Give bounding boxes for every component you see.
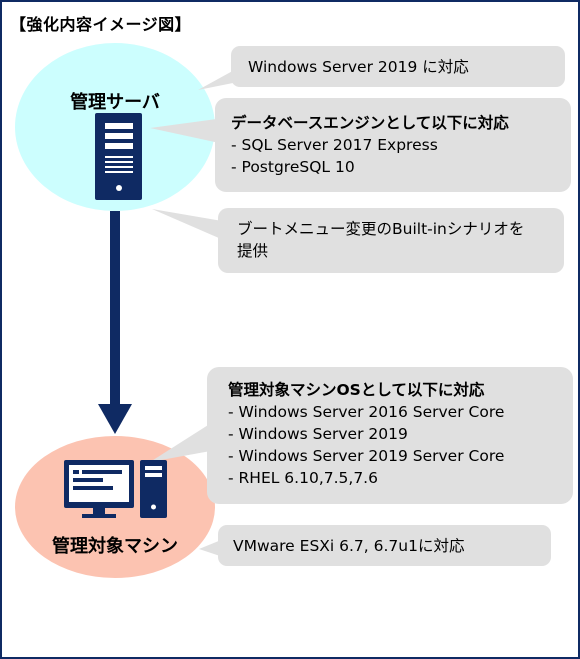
bubble-4-item: - Windows Server 2019 bbox=[228, 425, 408, 443]
server-tower-icon bbox=[95, 113, 142, 200]
bubble-2-item: - SQL Server 2017 Express bbox=[231, 136, 438, 154]
bubble-5-heading: VMware ESXi 6.7, 6.7u1に対応 bbox=[233, 537, 465, 555]
callout-bubble-3 bbox=[152, 208, 564, 273]
bubble-5-text: VMware ESXi 6.7, 6.7u1に対応 bbox=[233, 535, 464, 557]
callout-bubble-4 bbox=[150, 367, 573, 504]
bubble-2-item: - PostgreSQL 10 bbox=[231, 158, 355, 176]
bubble-4-heading: 管理対象マシンOSとして以下に対応 bbox=[228, 381, 485, 399]
bubble-4-item: - RHEL 6.10,7.5,7.6 bbox=[228, 469, 378, 487]
bubble-4-text: 管理対象マシンOSとして以下に対応 - Windows Server 2016 … bbox=[228, 379, 504, 489]
bubble-2-heading: データベースエンジンとして以下に対応 bbox=[231, 114, 509, 132]
target-label: 管理対象マシン bbox=[52, 536, 178, 557]
callout-bubble-2 bbox=[150, 98, 571, 192]
bubble-3-text: ブートメニュー変更のBuilt-inシナリオを 提供 bbox=[237, 218, 524, 262]
server-label: 管理サーバ bbox=[70, 92, 160, 113]
bubble-1-text: Windows Server 2019 に対応 bbox=[248, 56, 469, 78]
down-arrow bbox=[98, 211, 132, 434]
bubble-3-heading: ブートメニュー変更のBuilt-inシナリオを bbox=[237, 220, 525, 238]
bubble-3-heading-cont: 提供 bbox=[237, 242, 269, 260]
bubble-4-item: - Windows Server 2016 Server Core bbox=[228, 403, 505, 421]
diagram-title: 【強化内容イメージ図】 bbox=[10, 15, 192, 34]
desktop-computer-icon bbox=[64, 460, 167, 518]
callout-bubble-1 bbox=[198, 46, 565, 90]
bubble-2-text: データベースエンジンとして以下に対応 - SQL Server 2017 Exp… bbox=[231, 112, 509, 178]
callout-bubble-5 bbox=[199, 525, 551, 566]
bubble-1-heading: Windows Server 2019 に対応 bbox=[248, 58, 469, 76]
bubble-4-item: - Windows Server 2019 Server Core bbox=[228, 447, 505, 465]
